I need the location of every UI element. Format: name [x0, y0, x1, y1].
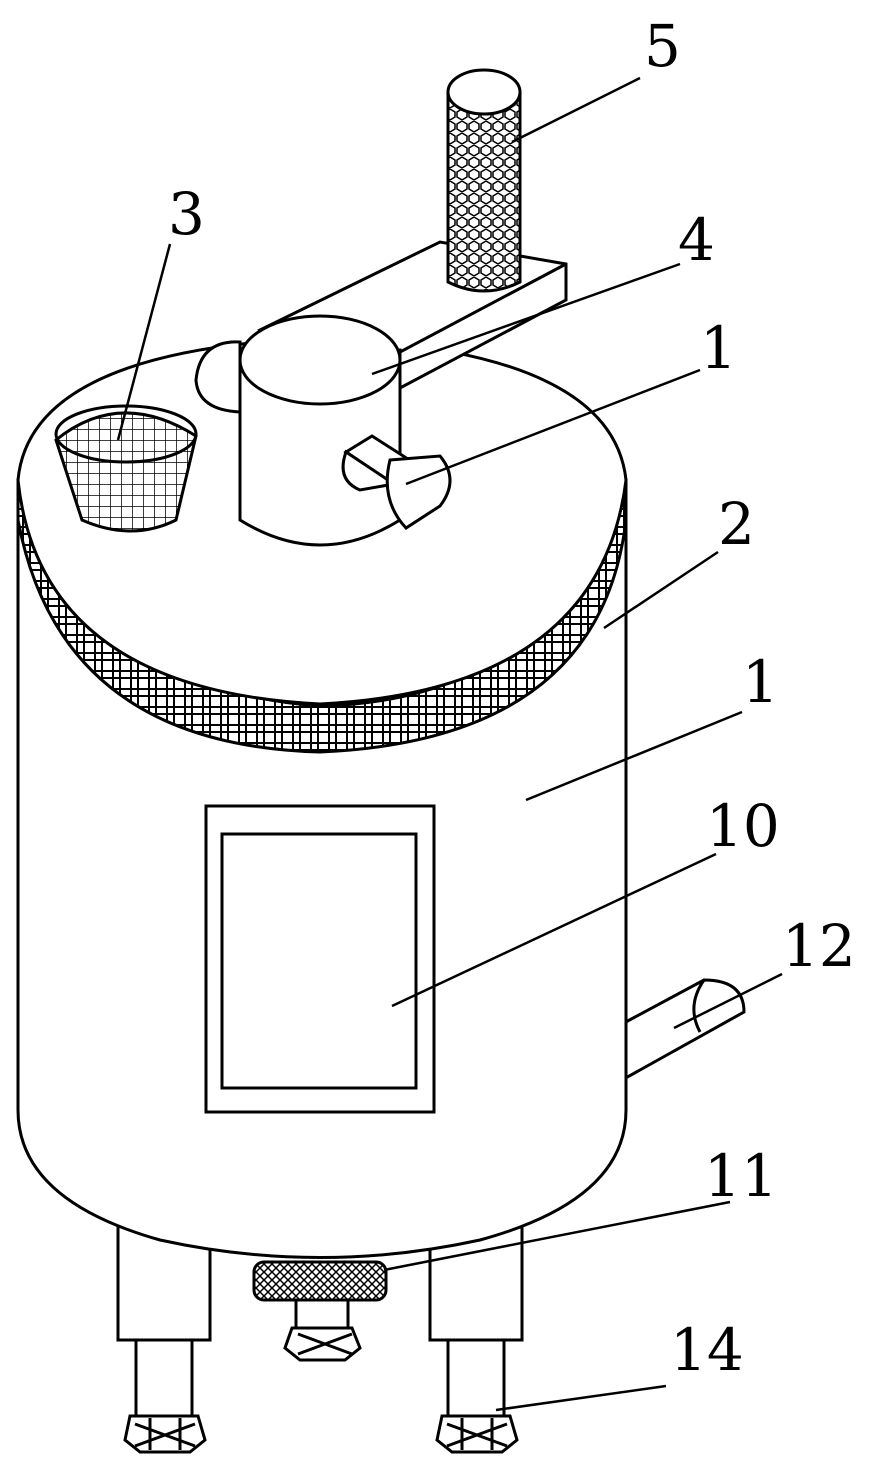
label-2: 2 [718, 490, 755, 558]
bottom-outlet-knurled-ring [252, 1260, 388, 1302]
anti-slip-feet [123, 1414, 519, 1454]
label-12: 12 [782, 912, 856, 980]
leader-lines [116, 76, 783, 1412]
leader-1a [405, 368, 701, 486]
foot-left-texture [134, 1418, 196, 1450]
side-knob-shaft-end [341, 449, 398, 492]
leg-left-lower [134, 1338, 194, 1420]
leader-3 [116, 243, 172, 441]
label-5: 5 [644, 12, 681, 80]
label-11: 11 [704, 1142, 778, 1210]
filter-cartridge [446, 68, 522, 293]
label-1-body: 1 [742, 648, 779, 716]
part-labels: 5 3 4 1 2 1 10 12 11 14 [168, 12, 856, 1384]
leader-4 [371, 262, 681, 376]
leader-5 [511, 76, 641, 144]
label-1-knob: 1 [700, 314, 737, 382]
motor-housing [238, 314, 402, 547]
side-outlet-opening [692, 979, 706, 1033]
leader-12 [673, 972, 783, 1030]
leader-1b [525, 710, 743, 802]
foot-right-texture [446, 1418, 508, 1450]
side-outlet [620, 978, 746, 1083]
motor-housing-top [238, 314, 402, 406]
label-10: 10 [706, 792, 780, 860]
label-3: 3 [168, 180, 205, 248]
label-14: 14 [670, 1316, 744, 1384]
side-outlet-pipe [620, 978, 746, 1083]
filter-cartridge-cap [446, 68, 522, 116]
leader-11 [383, 1200, 731, 1272]
observation-window [204, 804, 436, 1114]
bottom-outlet-valve-texture [297, 1332, 353, 1356]
bottom-outlet [252, 1260, 388, 1362]
window-glass [220, 832, 418, 1090]
leader-10 [391, 852, 717, 1008]
filter-cartridge-body [446, 90, 522, 293]
leg-right-lower [446, 1338, 506, 1420]
label-4: 4 [678, 206, 715, 274]
leader-2 [603, 550, 719, 630]
leader-14 [495, 1384, 667, 1412]
bottom-outlet-pipe [294, 1298, 350, 1330]
